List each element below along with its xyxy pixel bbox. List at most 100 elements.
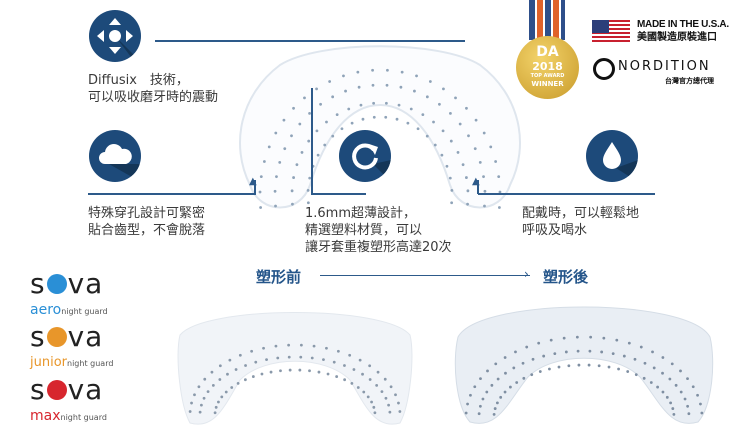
- perforation-dot: [197, 385, 201, 389]
- perforation-dot: [383, 377, 387, 381]
- perforation-dot: [388, 410, 392, 414]
- perforation-dot: [274, 344, 278, 348]
- perforation-dot: [668, 377, 672, 381]
- perforation-dot: [466, 189, 470, 193]
- perforation-dot: [306, 188, 310, 192]
- perforation-dot: [548, 367, 551, 371]
- perforation-dot: [686, 377, 689, 381]
- perforation-dot: [322, 358, 325, 362]
- perforation-dot: [267, 145, 271, 149]
- connector-line: [88, 193, 256, 195]
- perforation-dot: [319, 102, 322, 106]
- perforation-dot: [679, 369, 682, 373]
- connector-line: [254, 180, 256, 194]
- perforation-dot: [448, 176, 452, 180]
- perforation-dot: [259, 175, 263, 179]
- perforation-dot: [298, 368, 302, 372]
- perforation-dot: [397, 103, 401, 107]
- perforation-dot: [218, 378, 222, 381]
- perforation-dot: [343, 364, 346, 367]
- perforation-dot: [203, 377, 207, 381]
- perforation-dot: [537, 341, 541, 345]
- perforation-dot: [331, 95, 335, 99]
- perforation-dot: [283, 147, 287, 151]
- perforation-dot: [340, 127, 344, 131]
- perforation-dot: [474, 118, 478, 122]
- perforation-dot: [611, 352, 615, 356]
- feature-line: 貼合齒型，不會脫落: [88, 223, 206, 238]
- arrow-up-icon: ▲: [249, 176, 257, 187]
- perforation-dot: [331, 134, 335, 138]
- perforation-dot: [651, 350, 654, 354]
- sova-aero-variant: aeronight guard: [30, 302, 108, 318]
- perforation-dot: [262, 160, 266, 163]
- perforation-dot: [211, 383, 215, 387]
- perforation-dot: [343, 378, 347, 382]
- perforation-dot: [380, 390, 384, 394]
- perforation-dot: [503, 390, 507, 394]
- perforation-dot: [461, 163, 465, 167]
- feature-text-thin: 1.6mm超薄設計， 精選塑料材質，可以 讓牙套重複塑形高達20次: [305, 205, 452, 256]
- perforation-dot: [226, 372, 229, 376]
- nordition-logo-icon: [593, 58, 615, 80]
- perforation-dot: [607, 365, 611, 369]
- perforation-dot: [686, 404, 690, 408]
- perforation-dot: [274, 204, 277, 208]
- perforation-dot: [489, 145, 493, 149]
- award-medal: DA 2018 TOP AWARD WINNER: [515, 0, 580, 105]
- perforation-dot: [316, 153, 320, 157]
- connector-line: [477, 180, 479, 194]
- perforation-dot: [356, 386, 360, 389]
- perforation-dot: [352, 368, 356, 371]
- perforation-dot: [542, 354, 546, 358]
- made-in-usa-zh: 美國製造原裝進口: [637, 32, 717, 43]
- perforation-dot: [366, 395, 370, 399]
- perforation-dot: [336, 349, 340, 353]
- perforation-dot: [210, 370, 214, 374]
- perforation-dot: [562, 336, 566, 340]
- award-text: WINNER: [531, 80, 564, 88]
- perforation-dot: [485, 390, 489, 394]
- perforation-dot: [269, 370, 273, 374]
- perforation-dot: [394, 393, 397, 397]
- perforation-dot: [193, 393, 196, 397]
- perforation-dot: [473, 385, 477, 389]
- perforation-dot: [687, 412, 691, 416]
- perforation-dot: [406, 121, 410, 125]
- arrow-right-icon: ›: [524, 267, 529, 281]
- perforation-dot: [290, 189, 294, 193]
- usa-flag-icon: [592, 20, 630, 44]
- perforation-dot: [466, 402, 469, 406]
- perforation-dot: [683, 397, 687, 401]
- perforation-dot: [696, 393, 699, 397]
- perforation-dot: [481, 397, 485, 401]
- perforation-dot: [576, 349, 580, 353]
- perforation-dot: [425, 134, 429, 138]
- perforation-dot: [478, 404, 482, 408]
- cloud-icon: [89, 130, 141, 182]
- perforation-dot: [661, 356, 665, 359]
- perforation-dot: [600, 350, 604, 354]
- mouthguard-after: [454, 306, 714, 424]
- perforation-dot: [432, 120, 435, 124]
- feature-text-holes: 特殊穿孔設計可緊密 貼合齒型，不會脫落: [88, 205, 205, 239]
- connector-line: [311, 193, 366, 195]
- feature-text-diffusix: Diffusix 技術， 可以吸收磨牙時的震動: [88, 72, 218, 106]
- connector-line: [155, 40, 465, 42]
- perforation-dot: [279, 369, 282, 373]
- perforation-dot: [557, 365, 561, 369]
- feature-line: 呼吸及喝水: [522, 223, 588, 238]
- perforation-dot: [335, 375, 339, 378]
- perforation-dot: [358, 358, 362, 362]
- perforation-dot: [498, 190, 502, 194]
- perforation-dot: [670, 362, 674, 366]
- perforation-dot: [642, 376, 646, 380]
- perforation-dot: [371, 68, 374, 72]
- feature-line: 特殊穿孔設計可緊密: [88, 206, 206, 221]
- perforation-dot: [206, 390, 210, 394]
- award-year: 2018: [532, 60, 563, 73]
- perforation-dot: [530, 373, 534, 377]
- perforation-dot: [292, 106, 295, 110]
- perforation-dot: [515, 381, 519, 384]
